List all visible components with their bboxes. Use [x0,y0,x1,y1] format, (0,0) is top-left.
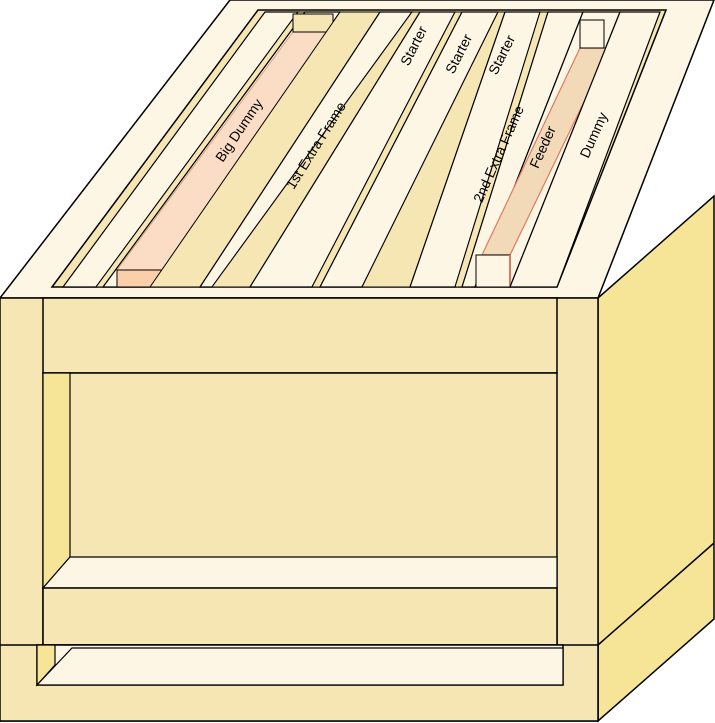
feeder-bottom-block [475,254,511,288]
box-right-side [597,194,715,723]
front-upper-rail [42,297,558,374]
front-panel-left-shadow [42,372,71,590]
frame-bar-dummy[interactable] [509,11,661,288]
entrance-left-wall [36,644,56,687]
front-panel-bottom-ledge [41,556,558,589]
big-dummy-top-block [292,13,334,33]
frame-bar-starter-1[interactable] [211,11,456,288]
frame-bar-starter-2[interactable] [311,11,499,288]
front-lower-rail [42,587,558,646]
feeder-top-block [579,19,605,49]
entrance-board [35,647,564,686]
box-right-side-seam [597,542,715,646]
